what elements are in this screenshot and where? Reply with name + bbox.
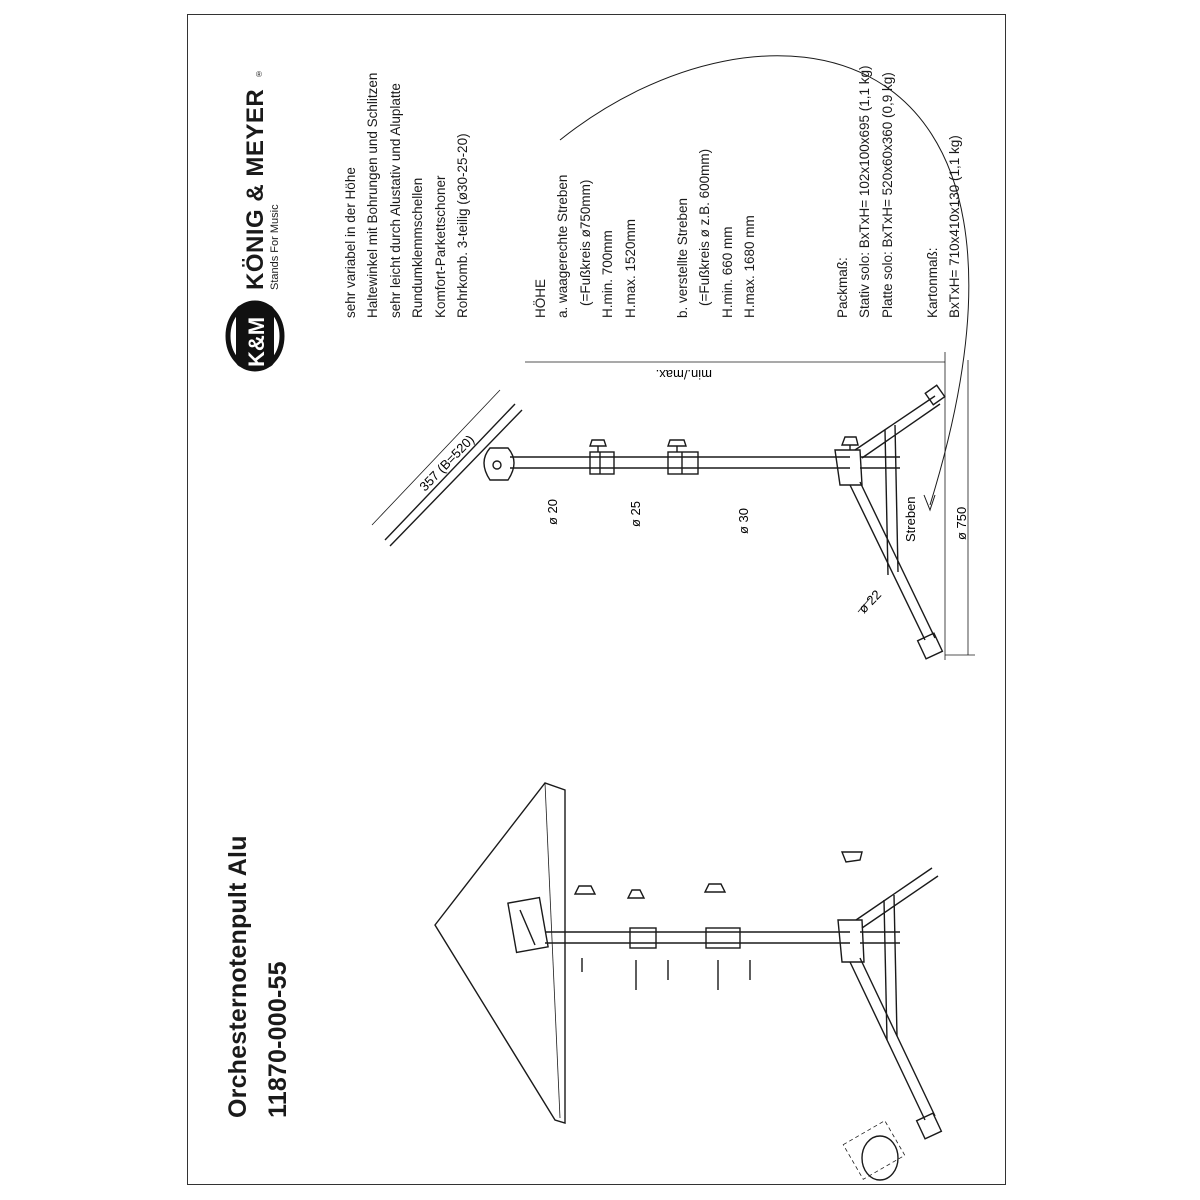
label-streben: Streben <box>903 496 918 542</box>
registered-mark: ® <box>256 70 262 79</box>
spec-sheet <box>187 14 1006 1185</box>
dim-d25: ø 25 <box>628 501 643 527</box>
km-logo: K&M <box>225 300 285 372</box>
dim-d20: ø 20 <box>545 499 560 525</box>
dim-d30: ø 30 <box>736 508 751 534</box>
logo-text: K&M <box>244 317 269 367</box>
dim-minmax: min./max. <box>656 367 712 382</box>
dim-d750: ø 750 <box>954 507 969 540</box>
